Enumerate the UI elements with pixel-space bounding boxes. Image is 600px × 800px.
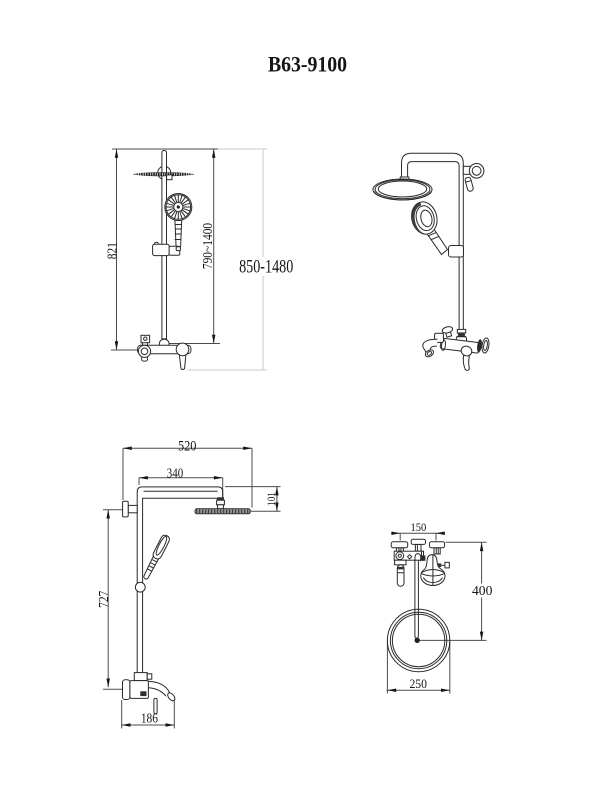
svg-text:186: 186 [141, 711, 158, 726]
svg-text:101: 101 [266, 492, 278, 506]
svg-text:150: 150 [410, 522, 426, 534]
svg-text:727: 727 [96, 591, 111, 608]
svg-text:821: 821 [104, 242, 119, 259]
svg-text:850-1480: 850-1480 [239, 256, 293, 277]
svg-text:520: 520 [178, 438, 197, 454]
svg-text:340: 340 [167, 465, 183, 480]
svg-text:400: 400 [472, 583, 493, 598]
svg-text:250: 250 [409, 677, 427, 692]
svg-text:B63-9100: B63-9100 [268, 52, 347, 77]
svg-text:790~1400: 790~1400 [200, 223, 215, 269]
